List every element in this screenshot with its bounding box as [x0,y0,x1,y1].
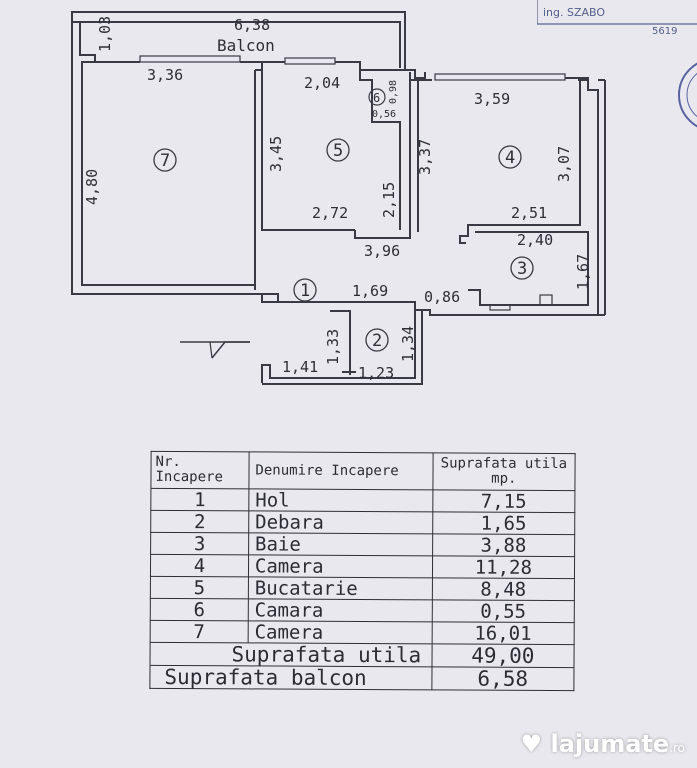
dim-2-72: 2,72 [312,204,348,222]
row-area: 16,01 [431,621,575,645]
table-row: 1 Hol 7,15 [150,488,575,513]
row-area: 3,88 [432,533,575,557]
row-nr: 1 [150,488,249,511]
header-usable-area: Suprafata utila mp. [432,452,576,491]
engineer-stamp: ing. SZABO 5619 [537,0,697,37]
svg-text:4: 4 [505,148,515,168]
room-marker-4: 4 [498,145,522,169]
dim-6-38: 6,38 [234,16,270,34]
row-nr: 7 [150,620,249,643]
svg-text:5: 5 [333,141,343,161]
svg-text:1: 1 [300,281,310,301]
svg-text:3: 3 [517,259,527,279]
row-nr: 5 [150,576,249,599]
row-area: 0,55 [431,599,575,623]
dim-1-41: 1,41 [282,358,318,376]
row-name: Baie [248,532,433,556]
total-usable-label: Suprafata utila [150,642,432,667]
dim-2-15: 2,15 [380,182,398,218]
dim-1-03: 1,03 [96,16,114,52]
dim-3-36: 3,36 [147,66,183,84]
total-balcony-value: 6,58 [431,667,574,691]
row-area: 7,15 [432,489,575,513]
dim-3-07: 3,07 [555,146,573,182]
table-row: 4 Camera 11,28 [150,554,575,579]
floor-plan: 1,03 6,38 Balcon 3,36 2,04 0,98 0,56 3,5… [71,11,606,385]
room-marker-5: 5 [326,138,350,162]
row-nr: 4 [150,554,249,577]
dim-0-86: 0,86 [424,288,460,306]
total-usable-row: Suprafata utila 49,00 [150,642,575,668]
table-header-row: Nr. Incapere Denumire Incapere Suprafata… [150,451,576,491]
stamp-text: ing. SZABO [543,6,605,19]
row-area: 8,48 [431,577,575,601]
row-nr: 3 [150,532,249,555]
dim-3-37: 3,37 [416,139,434,175]
dim-3-96: 3,96 [364,242,400,260]
row-name: Camara [248,598,432,622]
north-arrow [180,341,250,359]
svg-text:2: 2 [372,331,382,351]
round-seal [678,62,697,128]
heart-icon: ♥ [520,730,551,758]
row-name: Camera [248,554,433,578]
total-balcony-row: Suprafata balcon 6,58 [149,665,574,691]
svg-text:6: 6 [373,91,380,105]
dim-2-04: 2,04 [304,74,340,92]
total-balcony-label: Suprafata balcon [149,665,432,690]
dim-1-33: 1,33 [324,329,342,365]
table-row: 3 Baie 3,88 [150,532,575,557]
room-marker-6: 6 [368,88,386,106]
header-room-number: Nr. Incapere [150,451,250,489]
row-name: Debara [248,510,433,534]
dim-1-69: 1,69 [352,282,388,300]
header-room-name: Denumire Incapere [248,451,433,490]
room-marker-2: 2 [365,328,389,352]
total-usable-value: 49,00 [431,644,575,668]
dim-0-56: 0,56 [372,109,396,120]
table-row: 6 Camara 0,55 [150,598,575,623]
room-marker-3: 3 [510,256,534,280]
dim-2-40: 2,40 [517,231,553,249]
stamp-code: 5619 [652,26,677,37]
watermark-brand: lajumate [550,730,670,758]
row-name: Hol [248,488,433,512]
row-area: 1,65 [432,511,575,535]
room-area-table: Nr. Incapere Denumire Incapere Suprafata… [149,451,576,691]
row-name: Bucatarie [248,576,433,600]
dim-0-98: 0,98 [388,80,399,104]
svg-text:7: 7 [160,151,170,171]
watermark-tld: .ro [669,741,685,755]
table-row: 5 Bucatarie 8,48 [150,576,575,601]
dim-1-23: 1,23 [358,364,394,382]
dim-3-59: 3,59 [474,90,510,108]
dim-4-80: 4,80 [83,169,101,205]
balcony-label: Balcon [217,36,275,55]
table-row: 2 Debara 1,65 [150,510,575,535]
table-row: 7 Camera 16,01 [150,620,575,645]
room-marker-7: 7 [153,148,177,172]
dim-2-51: 2,51 [511,204,547,222]
row-area: 11,28 [432,555,575,579]
room-marker-1: 1 [293,278,317,302]
lajumate-watermark: ♥ lajumate.ro [521,730,685,758]
dim-1-67: 1,67 [574,254,592,290]
dim-3-45: 3,45 [267,136,285,172]
walls [71,11,606,385]
dim-1-34: 1,34 [399,326,417,362]
row-nr: 6 [150,598,249,621]
row-nr: 2 [150,510,249,533]
row-name: Camera [248,620,432,644]
